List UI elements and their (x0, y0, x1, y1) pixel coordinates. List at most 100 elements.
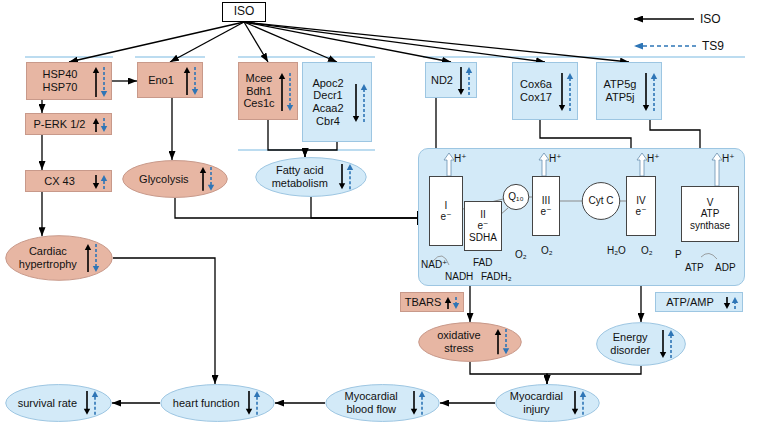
text-area: IVe⁻ (627, 177, 655, 235)
text-area: Energy disorder (596, 322, 686, 366)
text-stack: Ie⁻ (441, 200, 452, 223)
trend-arrow (413, 391, 415, 411)
text-area: Cyt C (582, 182, 620, 220)
proton-arrow (712, 153, 722, 186)
connector (69, 22, 244, 62)
text-stack: survival rate (18, 397, 77, 410)
ellipse-shape (496, 385, 600, 422)
text-stack: ISO (234, 5, 255, 19)
text-area: TBARS (401, 293, 463, 311)
text-area: oxidative stress (418, 322, 522, 362)
process-ellipse: Energy disorder (596, 322, 686, 366)
group-band (238, 56, 375, 58)
text-stack: Glycolysis (139, 173, 189, 186)
trend-arrowhead (101, 91, 107, 97)
trend-arrows (444, 296, 460, 310)
trend-arrowhead (184, 67, 190, 73)
complex-box: IIe⁻SDHA (464, 201, 502, 251)
ellipse-shape (6, 385, 112, 422)
trend-arrow (497, 333, 499, 354)
connector (469, 286, 470, 322)
trend-arrows (183, 66, 199, 96)
panel-label: NAD⁺ (421, 259, 447, 270)
trend-arrowhead (494, 329, 500, 335)
text-area: ATP/AMP (656, 293, 742, 311)
process-ellipse: Myocardial blood flow (325, 384, 440, 422)
trend-arrow (341, 164, 343, 185)
trend-arrowhead (286, 105, 292, 111)
panel-label: O₂ (515, 249, 527, 260)
trend-arrowhead (85, 244, 91, 250)
trend-arrows (84, 243, 100, 273)
process-box: Eno1 (137, 62, 203, 98)
trend-arrowhead (101, 175, 107, 181)
text-area: Cardiac hypertrophy (5, 235, 113, 281)
text-stack: Cardiac hypertrophy (15, 245, 81, 270)
connector (170, 22, 244, 62)
text-stack: P-ERK 1/2 (34, 118, 86, 131)
connector (547, 366, 641, 384)
trend-arrow (87, 248, 89, 272)
process-box: CX 43 (25, 170, 112, 192)
ellipse-shape (419, 323, 522, 362)
trend-arrow (95, 244, 97, 268)
edges (42, 22, 700, 403)
trend-arrowhead (92, 391, 98, 397)
trend-arrowhead (651, 73, 657, 79)
connector (268, 120, 305, 157)
trend-arrows (659, 329, 675, 359)
text-area: Glycolysis (122, 160, 228, 198)
node-text: HSP40 HSP70 (39, 68, 81, 93)
text-stack: CX 43 (44, 175, 75, 188)
trend-arrowhead (192, 89, 198, 95)
node-text: ND2 (431, 74, 453, 87)
text-stack: ND2 (431, 74, 453, 87)
connector (112, 402, 160, 403)
connector (244, 22, 268, 62)
process-box: Apoc2 Decr1 Acaa2 Cbr4 (302, 62, 372, 142)
trend-arrowhead (567, 73, 573, 79)
node-text: Glycolysis (139, 173, 189, 186)
panel-label: NADH (445, 271, 473, 282)
trend-arrow (460, 67, 462, 91)
process-box: ISO (222, 2, 266, 22)
trend-arrow (355, 84, 357, 118)
node-text: Energy disorder (605, 331, 655, 356)
group-band (135, 56, 205, 58)
legend-sample (634, 18, 694, 20)
text-stack: VATP synthase (688, 197, 732, 232)
trend-arrowhead (278, 73, 284, 79)
legend-samples (634, 19, 696, 46)
trend-arrows (245, 390, 261, 416)
text-stack: Apoc2 Decr1 Acaa2 Cbr4 (308, 77, 348, 128)
connector (41, 192, 42, 236)
trend-arrowhead (466, 67, 472, 73)
trend-arrowhead (502, 349, 508, 355)
text-area: Mcee Bdh1 Ces1c (239, 63, 296, 119)
node-text: oxidative stress (431, 329, 487, 354)
proton-arrow (637, 153, 647, 176)
group-bands (25, 57, 745, 150)
trend-arrow (670, 334, 672, 358)
connector (470, 362, 547, 384)
text-area: Q₁₀ (503, 184, 529, 210)
process-ellipse: Myocardial injury (495, 384, 600, 422)
node-text: ATP synthase (688, 208, 732, 231)
node-text: P-ERK 1/2 (34, 118, 86, 131)
node-text: Apoc2 Decr1 Acaa2 Cbr4 (308, 77, 348, 128)
trend-arrowhead (246, 409, 252, 415)
process-box: ND2 (425, 62, 477, 98)
trend-arrow (468, 71, 470, 95)
node-text: Q₁₀ (508, 191, 523, 203)
text-area: Apoc2 Decr1 Acaa2 Cbr4 (303, 63, 371, 141)
node-text: ATP5g ATP5j (600, 78, 640, 103)
ellipse-shape (256, 158, 366, 197)
panel-label: H⁺ (454, 153, 467, 164)
trend-arrow (281, 77, 283, 111)
trend-arrowhead (254, 391, 260, 397)
node-text: Cyt C (589, 195, 614, 207)
process-box: ATP5g ATP5j (596, 62, 662, 120)
process-box: TBARS (400, 292, 464, 312)
process-box: HSP40 HSP70 (26, 62, 112, 100)
